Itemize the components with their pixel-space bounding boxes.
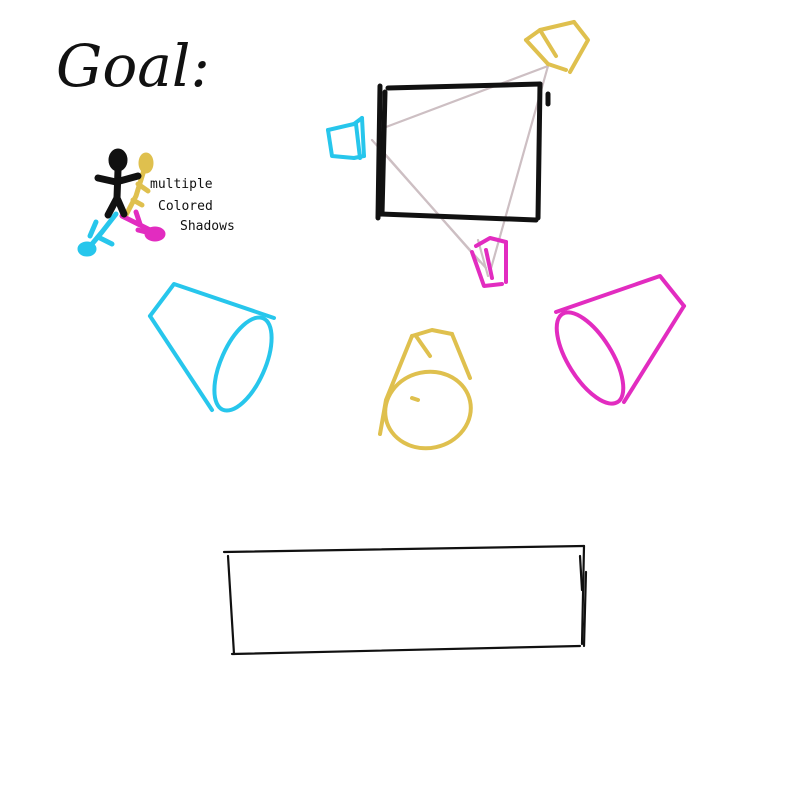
- magenta-light-icon: [470, 236, 508, 288]
- stick-figure-icon: [94, 148, 142, 219]
- cyan-shadow-icon: [77, 211, 119, 257]
- spotlight-cone-yellow: [378, 328, 473, 451]
- sightlines: [370, 64, 550, 278]
- square-frame: [375, 81, 551, 223]
- magenta-shadow-icon: [119, 209, 166, 242]
- spotlight-cone-cyan: [148, 282, 276, 413]
- note-line-2: Colored: [158, 199, 213, 214]
- top-diagram: [326, 20, 590, 288]
- stick-figure-illustration: [77, 148, 166, 257]
- goal-heading: Goal:: [56, 32, 210, 100]
- note-line-1: multiple: [150, 177, 213, 192]
- cyan-light-icon: [326, 116, 366, 160]
- bottom-rectangle: [222, 544, 588, 656]
- note-block: multiple Colored Shadows: [150, 177, 235, 234]
- yellow-shadow-icon: [122, 152, 154, 220]
- note-line-3: Shadows: [180, 219, 235, 234]
- spotlight-cone-magenta: [554, 274, 686, 406]
- yellow-light-icon: [524, 20, 590, 74]
